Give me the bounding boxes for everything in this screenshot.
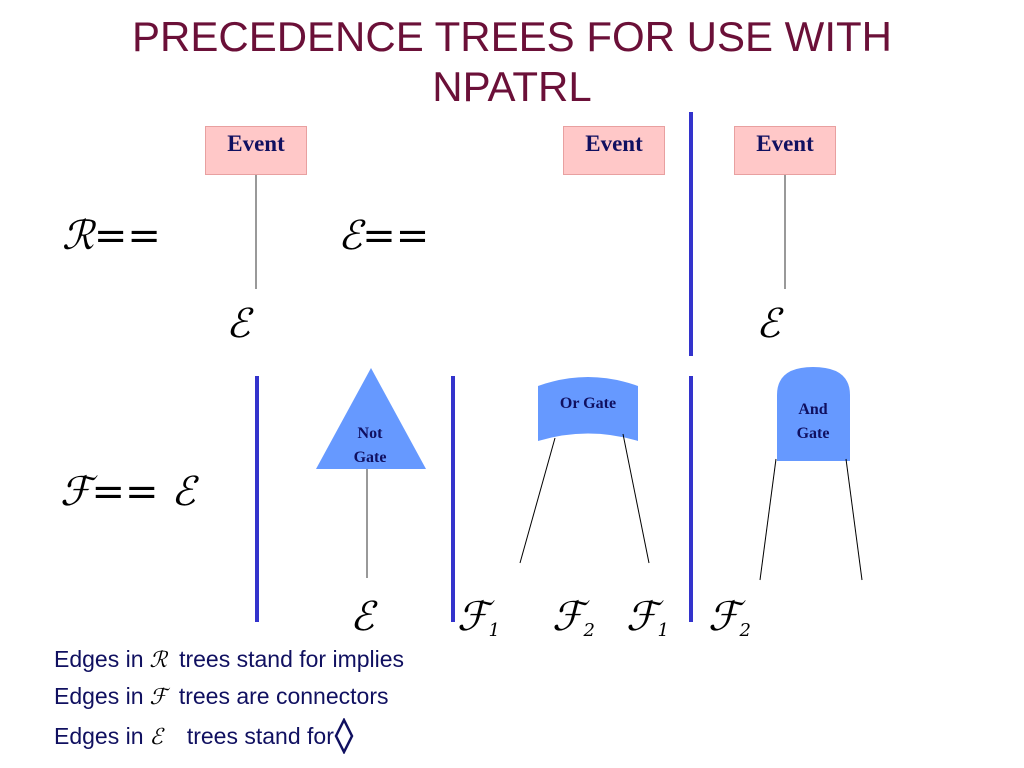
- leaf-f2-and-gate-symbol: ℱ: [708, 594, 740, 640]
- leaf-f1-and-gate-symbol: ℱ: [626, 594, 658, 640]
- leaf-e-r-tree: ℰ: [226, 301, 251, 347]
- not-gate-label-line1: Not: [357, 425, 383, 442]
- leaf-f1-and-gate: ℱ1: [626, 595, 669, 653]
- leaf-f1-or-gate-sub: 1: [488, 620, 500, 641]
- event-box-1: Event: [205, 126, 307, 175]
- f-definition: ℱ== ℰ: [60, 469, 196, 515]
- title-line-1: PRECEDENCE TREES FOR USE WITH: [132, 13, 892, 60]
- e-definition: ℰ==: [338, 213, 430, 259]
- note-2-symbol: ℱ: [149, 685, 167, 710]
- event-box-3: Event: [734, 126, 836, 175]
- title-line-2: NPATRL: [432, 63, 592, 110]
- note-1-suffix: trees stand for implies: [179, 646, 405, 672]
- note-3-symbol: ℰ: [149, 725, 163, 750]
- and-gate-label-line2: Gate: [796, 425, 830, 442]
- page-title: PRECEDENCE TREES FOR USE WITH NPATRL: [0, 12, 1024, 112]
- not-gate-shape: [316, 368, 426, 469]
- leaf-f1-and-gate-sub: 1: [657, 620, 669, 641]
- leaf-f1-or-gate-symbol: ℱ: [457, 594, 489, 640]
- leaf-e-e-tree: ℰ: [756, 301, 781, 347]
- note-1-symbol: ℛ: [149, 648, 168, 673]
- and-gate-label-line1: And: [798, 401, 828, 418]
- event-box-2: Event: [563, 126, 665, 175]
- not-gate-label: Not Gate: [340, 422, 400, 470]
- note-3-prefix: Edges in: [54, 723, 144, 749]
- edge-or-gate-f1: [519, 437, 556, 564]
- edge-or-gate-f2: [622, 433, 650, 564]
- or-gate-label: Or Gate: [559, 395, 617, 412]
- or-gate-shape: [538, 377, 638, 441]
- and-gate-label: And Gate: [781, 398, 845, 446]
- edge-and-gate-f2: [845, 458, 863, 581]
- note-1-prefix: Edges in: [54, 646, 144, 672]
- leaf-e-not-gate: ℰ: [350, 594, 375, 640]
- note-2-prefix: Edges in: [54, 683, 144, 709]
- diamond-icon: [334, 718, 354, 754]
- r-definition: ℛ==: [62, 213, 161, 259]
- leaf-f1-or-gate: ℱ1: [457, 595, 500, 653]
- leaf-f2-or-gate-sub: 2: [583, 620, 595, 641]
- not-gate-label-line2: Gate: [353, 449, 387, 466]
- edge-and-gate-f1: [759, 458, 777, 581]
- note-2-suffix: trees are connectors: [178, 683, 389, 709]
- and-gate-shape: [777, 367, 850, 461]
- leaf-f2-or-gate: ℱ2: [552, 595, 595, 653]
- leaf-f2-and-gate-sub: 2: [739, 620, 751, 641]
- leaf-f2-and-gate: ℱ2: [708, 595, 751, 653]
- leaf-f2-or-gate-symbol: ℱ: [552, 594, 584, 640]
- note-3-suffix: trees stand for: [186, 723, 334, 749]
